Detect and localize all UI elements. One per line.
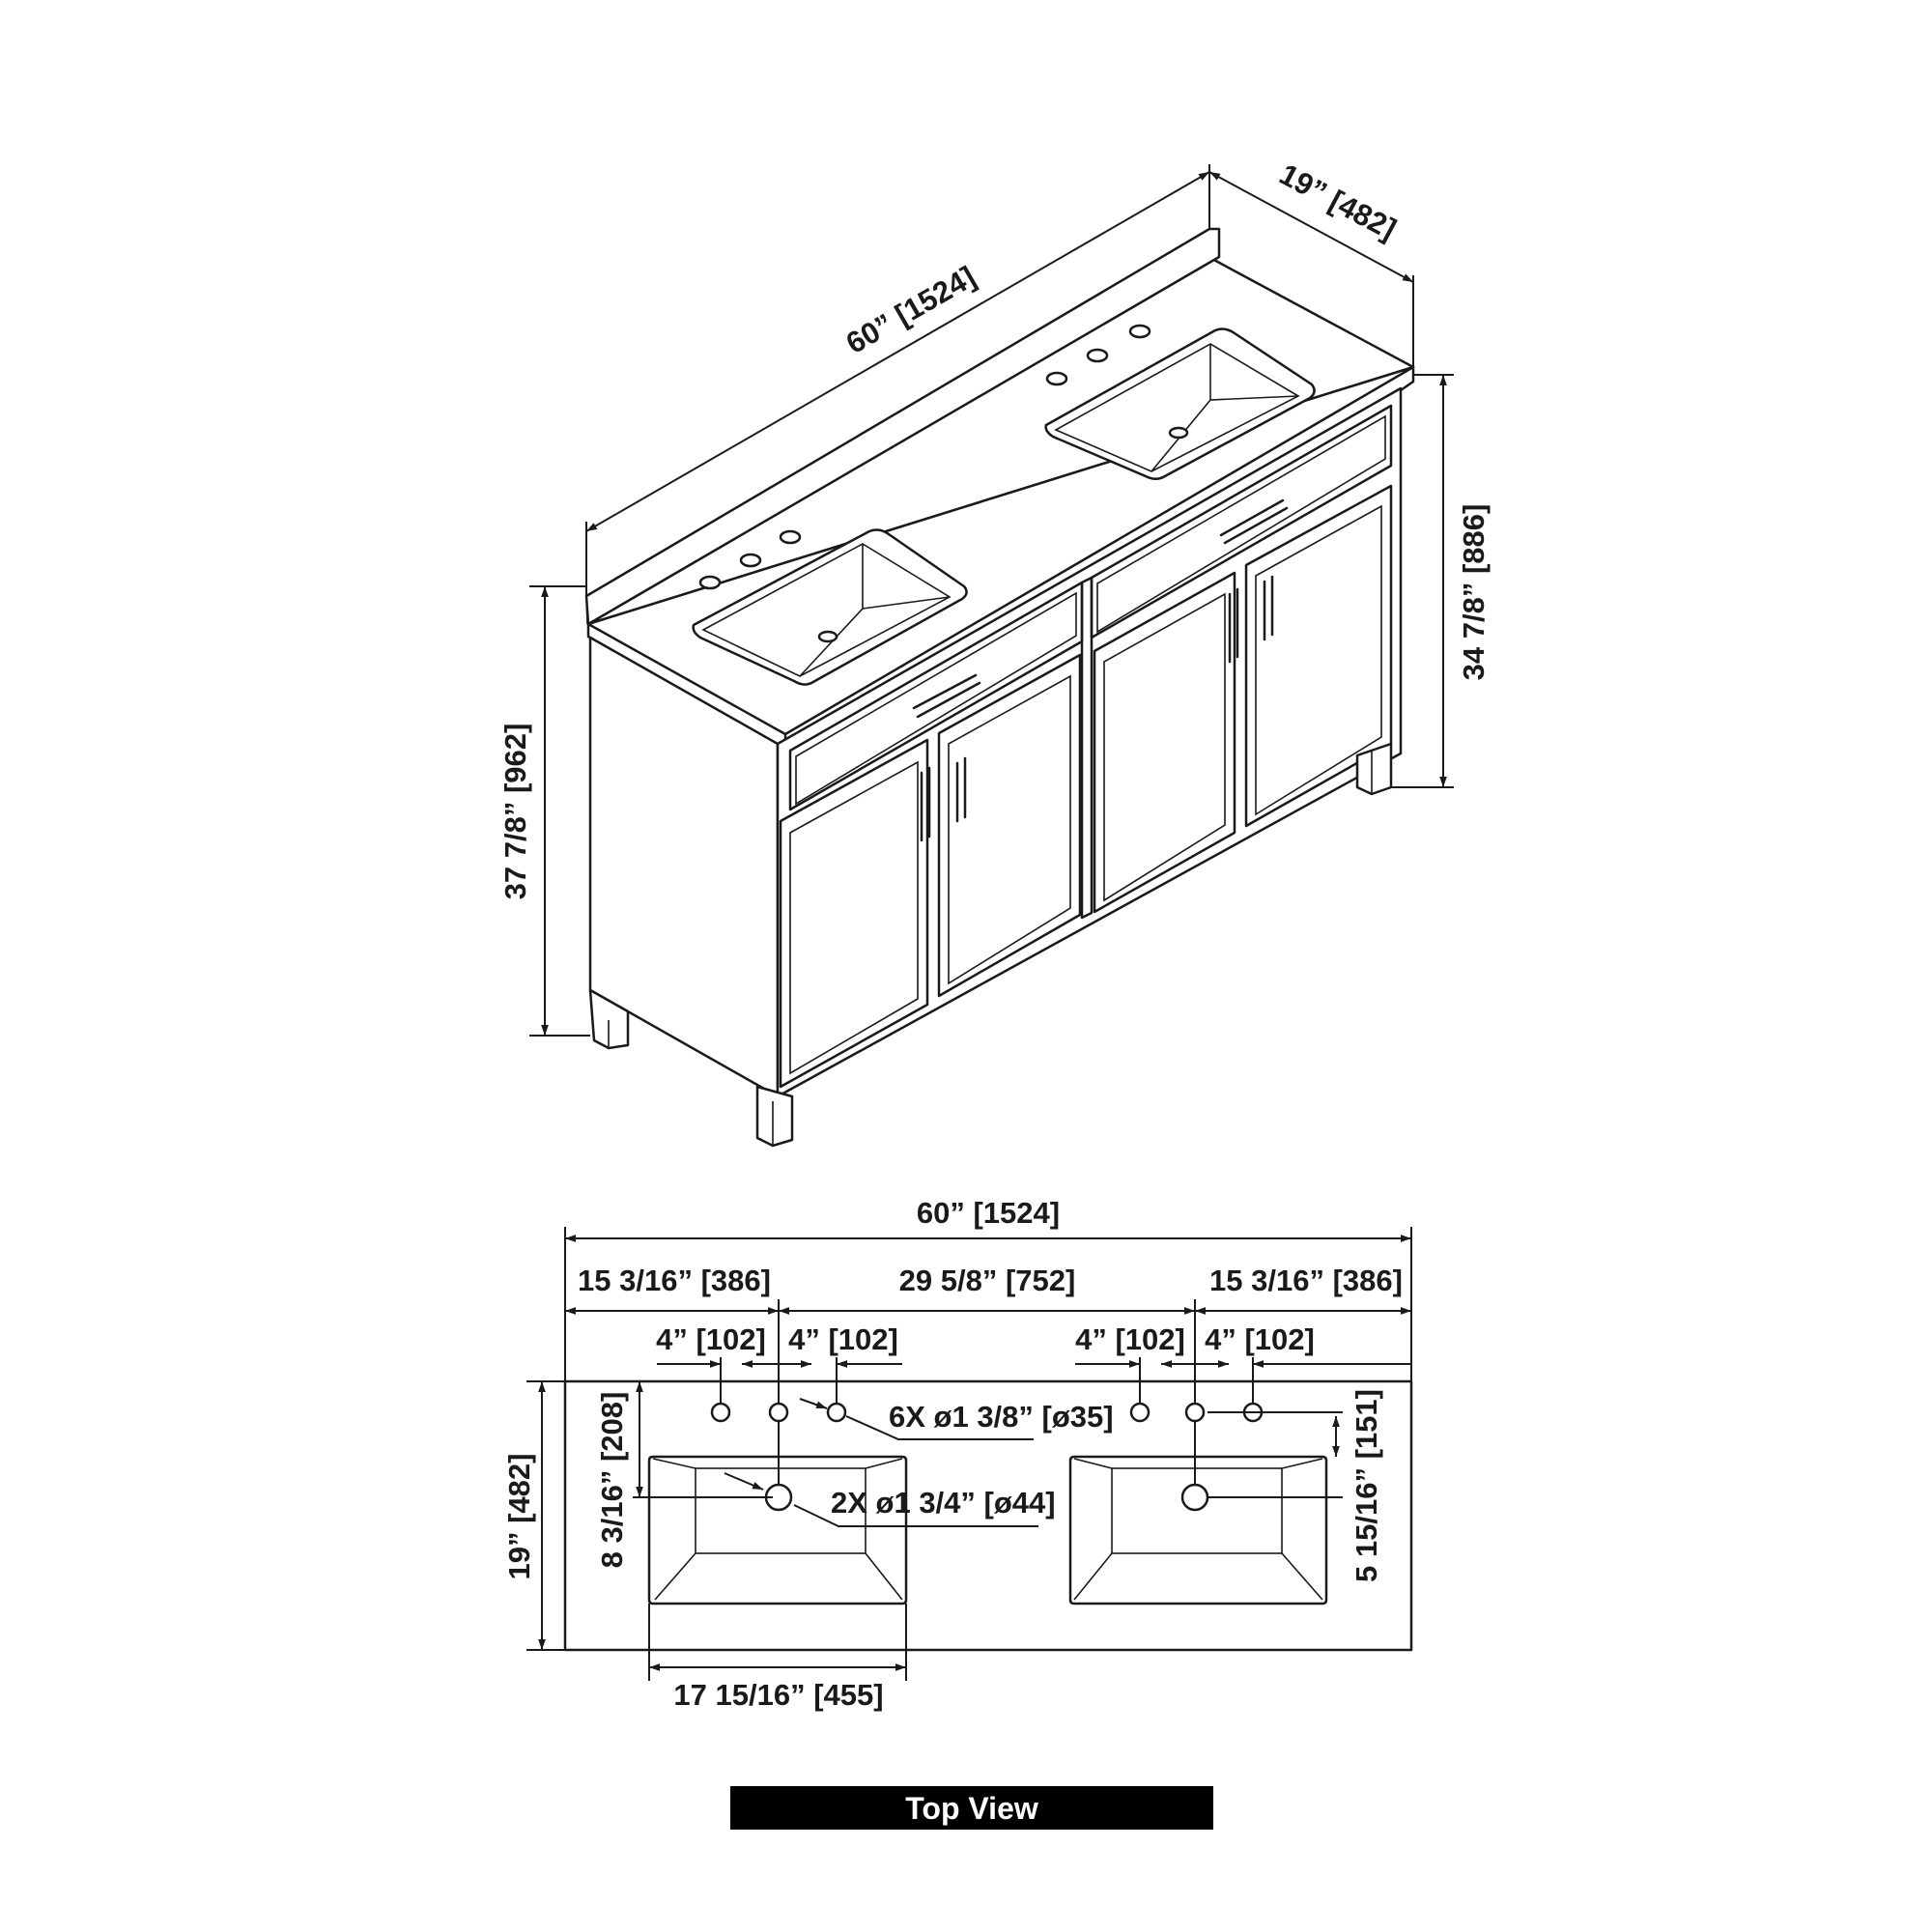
top-faucet-spacing-1: 4” [102] [656, 1322, 766, 1356]
top-dim-sink-from-back: 5 15/16” [151] [1208, 1389, 1383, 1582]
faucet-hole-callout: 6X ø1 3/8” [ø35] [799, 1398, 1114, 1440]
banner-label: Top View [905, 1791, 1038, 1826]
top-width-label: 60” [1524] [917, 1196, 1060, 1230]
iso-depth-label: 19” [482] [1274, 157, 1402, 246]
iso-height-label: 37 7/8” [962] [498, 724, 532, 900]
top-dim-drain-from-back: 8 3/16” [208] [595, 1381, 773, 1568]
top-left-offset-label: 15 3/16” [386] [578, 1264, 771, 1297]
drain-from-back-label: 8 3/16” [208] [595, 1392, 629, 1569]
top-right-offset-label: 15 3/16” [386] [1209, 1264, 1403, 1297]
drawer-handle-right [1219, 498, 1289, 545]
drain-holes-label: 2X ø1 3/4” [ø44] [831, 1486, 1056, 1520]
top-dim-overall-width: 60” [1524] [565, 1196, 1411, 1242]
top-dim-sink-width: 17 15/16” [455] [648, 1604, 907, 1712]
drain-hole-callout: 2X ø1 3/4” [ø44] [724, 1472, 1056, 1527]
door-right-1 [1093, 571, 1236, 914]
leg-front-right [1355, 742, 1393, 796]
top-dim-depth: 19” [482] [502, 1380, 565, 1651]
top-faucet-spacing-3: 4” [102] [1075, 1322, 1185, 1356]
top-depth-label: 19” [482] [502, 1454, 536, 1580]
top-dim-faucet-spacing: 4” [102] 4” [102] 4” [102] 4” [102] [656, 1322, 1411, 1368]
leg-front-left [755, 1085, 794, 1148]
door-left-1 [779, 738, 929, 1089]
top-sink-left [647, 1455, 908, 1605]
door-handle [955, 756, 967, 823]
faucet-holes-label: 6X ø1 3/8” [ø35] [889, 1400, 1114, 1434]
isometric-vanity-view: 60” [1524] 19” [482] 37 7/8” [962] 34 7/… [498, 157, 1491, 1148]
top-faucet-spacing-4: 4” [102] [1205, 1322, 1315, 1356]
top-faucet-spacing-2: 4” [102] [788, 1322, 898, 1356]
top-view-banner: Top View [730, 1786, 1213, 1830]
top-countertop-outline [563, 1379, 1413, 1652]
iso-dim-cabinet-height: 34 7/8” [886] [1391, 374, 1491, 788]
top-faucet-holes [710, 1402, 1264, 1423]
door-handle [1263, 575, 1274, 641]
door-left-2 [937, 653, 1082, 998]
iso-cabinet-height-label: 34 7/8” [886] [1457, 504, 1491, 681]
top-sink-right [1068, 1455, 1328, 1605]
top-view-plan: 60” [1524] 15 3/16” [386] 29 5/8” [752] … [502, 1196, 1413, 1712]
leg-back-left [588, 988, 630, 1050]
door-handle [1228, 587, 1239, 664]
door-handle [920, 766, 931, 842]
top-dim-segments: 15 3/16” [386] 29 5/8” [752] 15 3/16” [3… [565, 1264, 1411, 1315]
sink-from-back-label: 5 15/16” [151] [1350, 1389, 1383, 1582]
drawer-handle-left [912, 673, 981, 719]
sink-width-label: 17 15/16” [455] [673, 1678, 883, 1712]
iso-dim-height: 37 7/8” [962] [498, 585, 590, 1037]
top-center-spacing-label: 29 5/8” [752] [899, 1264, 1076, 1297]
